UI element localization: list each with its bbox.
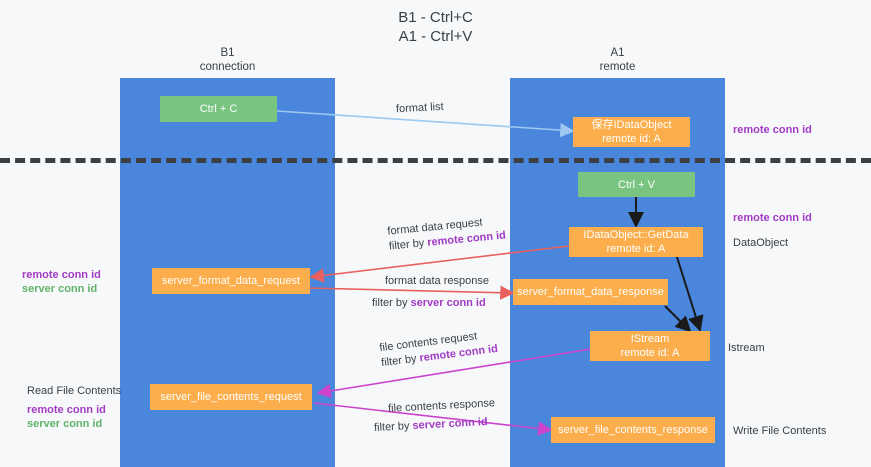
filter-prefix: filter by (380, 352, 421, 370)
edge-label-format-data-request: format data request filter by remote con… (387, 213, 507, 254)
annotation-server-conn-id: server conn id (27, 418, 103, 430)
edge-label-format-list: format list (396, 100, 444, 117)
node-server-file-contents-response[interactable]: server_file_contents_response (551, 417, 715, 443)
filter-key-server-conn-id: server conn id (410, 297, 486, 309)
node-server-file-contents-response-label: server_file_contents_response (558, 424, 708, 436)
node-istream-line2: remote id: A (620, 347, 680, 359)
edge-label-format-data-response-filter: filter by server conn id (372, 296, 486, 311)
node-idataobject-getdata[interactable]: IDataObject::GetData remote id: A (569, 227, 703, 257)
annotation-text: Read File Contents (27, 385, 122, 397)
annotation-server-conn-id: server conn id (22, 283, 98, 295)
node-server-format-data-request-label: server_format_data_request (161, 275, 301, 287)
annotation-left-conn-ids-bottom: remote conn id server conn id (27, 403, 106, 431)
title-line-1: B1 - Ctrl+C (398, 9, 473, 26)
node-server-file-contents-request[interactable]: server_file_contents_request (150, 384, 312, 410)
node-ctrl-v-label: Ctrl + V (618, 178, 655, 191)
node-save-idataobject-line2: remote id: A (602, 133, 661, 145)
node-save-idataobject-line1: 保存IDataObject (591, 119, 672, 131)
node-save-idataobject[interactable]: 保存IDataObject remote id: A (573, 117, 690, 147)
node-idataobject-getdata-line1: IDataObject::GetData (583, 229, 689, 241)
node-ctrl-v[interactable]: Ctrl + V (578, 172, 695, 197)
filter-key-server-conn-id: server conn id (412, 416, 488, 432)
node-server-format-data-response[interactable]: server_format_data_response (513, 279, 668, 305)
node-server-format-data-request[interactable]: server_format_data_request (152, 268, 310, 294)
column-header-b1-role: connection (199, 61, 256, 73)
annotation-remote-conn-id: remote conn id (27, 404, 106, 416)
column-header-a1-name: A1 (610, 47, 625, 59)
node-server-format-data-response-label: server_format_data_response (517, 286, 664, 298)
column-header-a1: A1 remote (510, 46, 725, 74)
filter-prefix: filter by (373, 419, 413, 434)
annotation-text: Istream (728, 342, 765, 354)
edge-label-file-contents-response-filter: filter by server conn id (374, 415, 488, 436)
annotation-right-write-file-contents: Write File Contents (733, 424, 826, 438)
edge-label-file-contents-response-text: file contents response (387, 397, 496, 415)
node-istream[interactable]: IStream remote id: A (590, 331, 710, 361)
annotation-text: remote conn id (733, 212, 812, 224)
edge-label-file-contents-request: file contents request filter by remote c… (379, 327, 499, 371)
annotation-remote-conn-id: remote conn id (22, 269, 101, 281)
filter-prefix: filter by (372, 297, 411, 309)
filter-prefix: filter by (388, 236, 428, 253)
column-header-a1-role: remote (599, 61, 636, 73)
node-idataobject-getdata-line2: remote id: A (606, 243, 666, 255)
phase-separator-dashed-line (0, 158, 871, 163)
edge-label-format-data-response-text: format data response (385, 275, 489, 287)
edge-label-format-data-response: format data response (385, 274, 489, 289)
node-ctrl-c-label: Ctrl + C (199, 103, 238, 115)
edge-label-file-contents-response: file contents response (388, 396, 496, 417)
column-header-b1: B1 connection (120, 46, 335, 74)
annotation-right-istream: Istream (728, 341, 765, 355)
page-title: B1 - Ctrl+C A1 - Ctrl+V (0, 8, 871, 46)
annotation-right-remote-conn-id-top: remote conn id (733, 123, 812, 137)
node-istream-line1: IStream (630, 333, 670, 345)
annotation-text: remote conn id (733, 124, 812, 136)
annotation-left-conn-ids-top: remote conn id server conn id (22, 268, 101, 296)
column-header-b1-name: B1 (220, 47, 235, 59)
annotation-left-read-file-contents: Read File Contents (27, 384, 121, 398)
node-server-file-contents-request-label: server_file_contents_request (160, 391, 302, 403)
annotation-right-remote-conn-id-mid: remote conn id (733, 211, 812, 225)
edge-label-format-list-text: format list (395, 100, 444, 116)
annotation-text: DataObject (733, 237, 789, 249)
node-ctrl-c[interactable]: Ctrl + C (160, 96, 277, 122)
title-line-2: A1 - Ctrl+V (398, 28, 473, 45)
annotation-text: Write File Contents (733, 425, 827, 437)
annotation-right-dataobject: DataObject (733, 236, 788, 250)
